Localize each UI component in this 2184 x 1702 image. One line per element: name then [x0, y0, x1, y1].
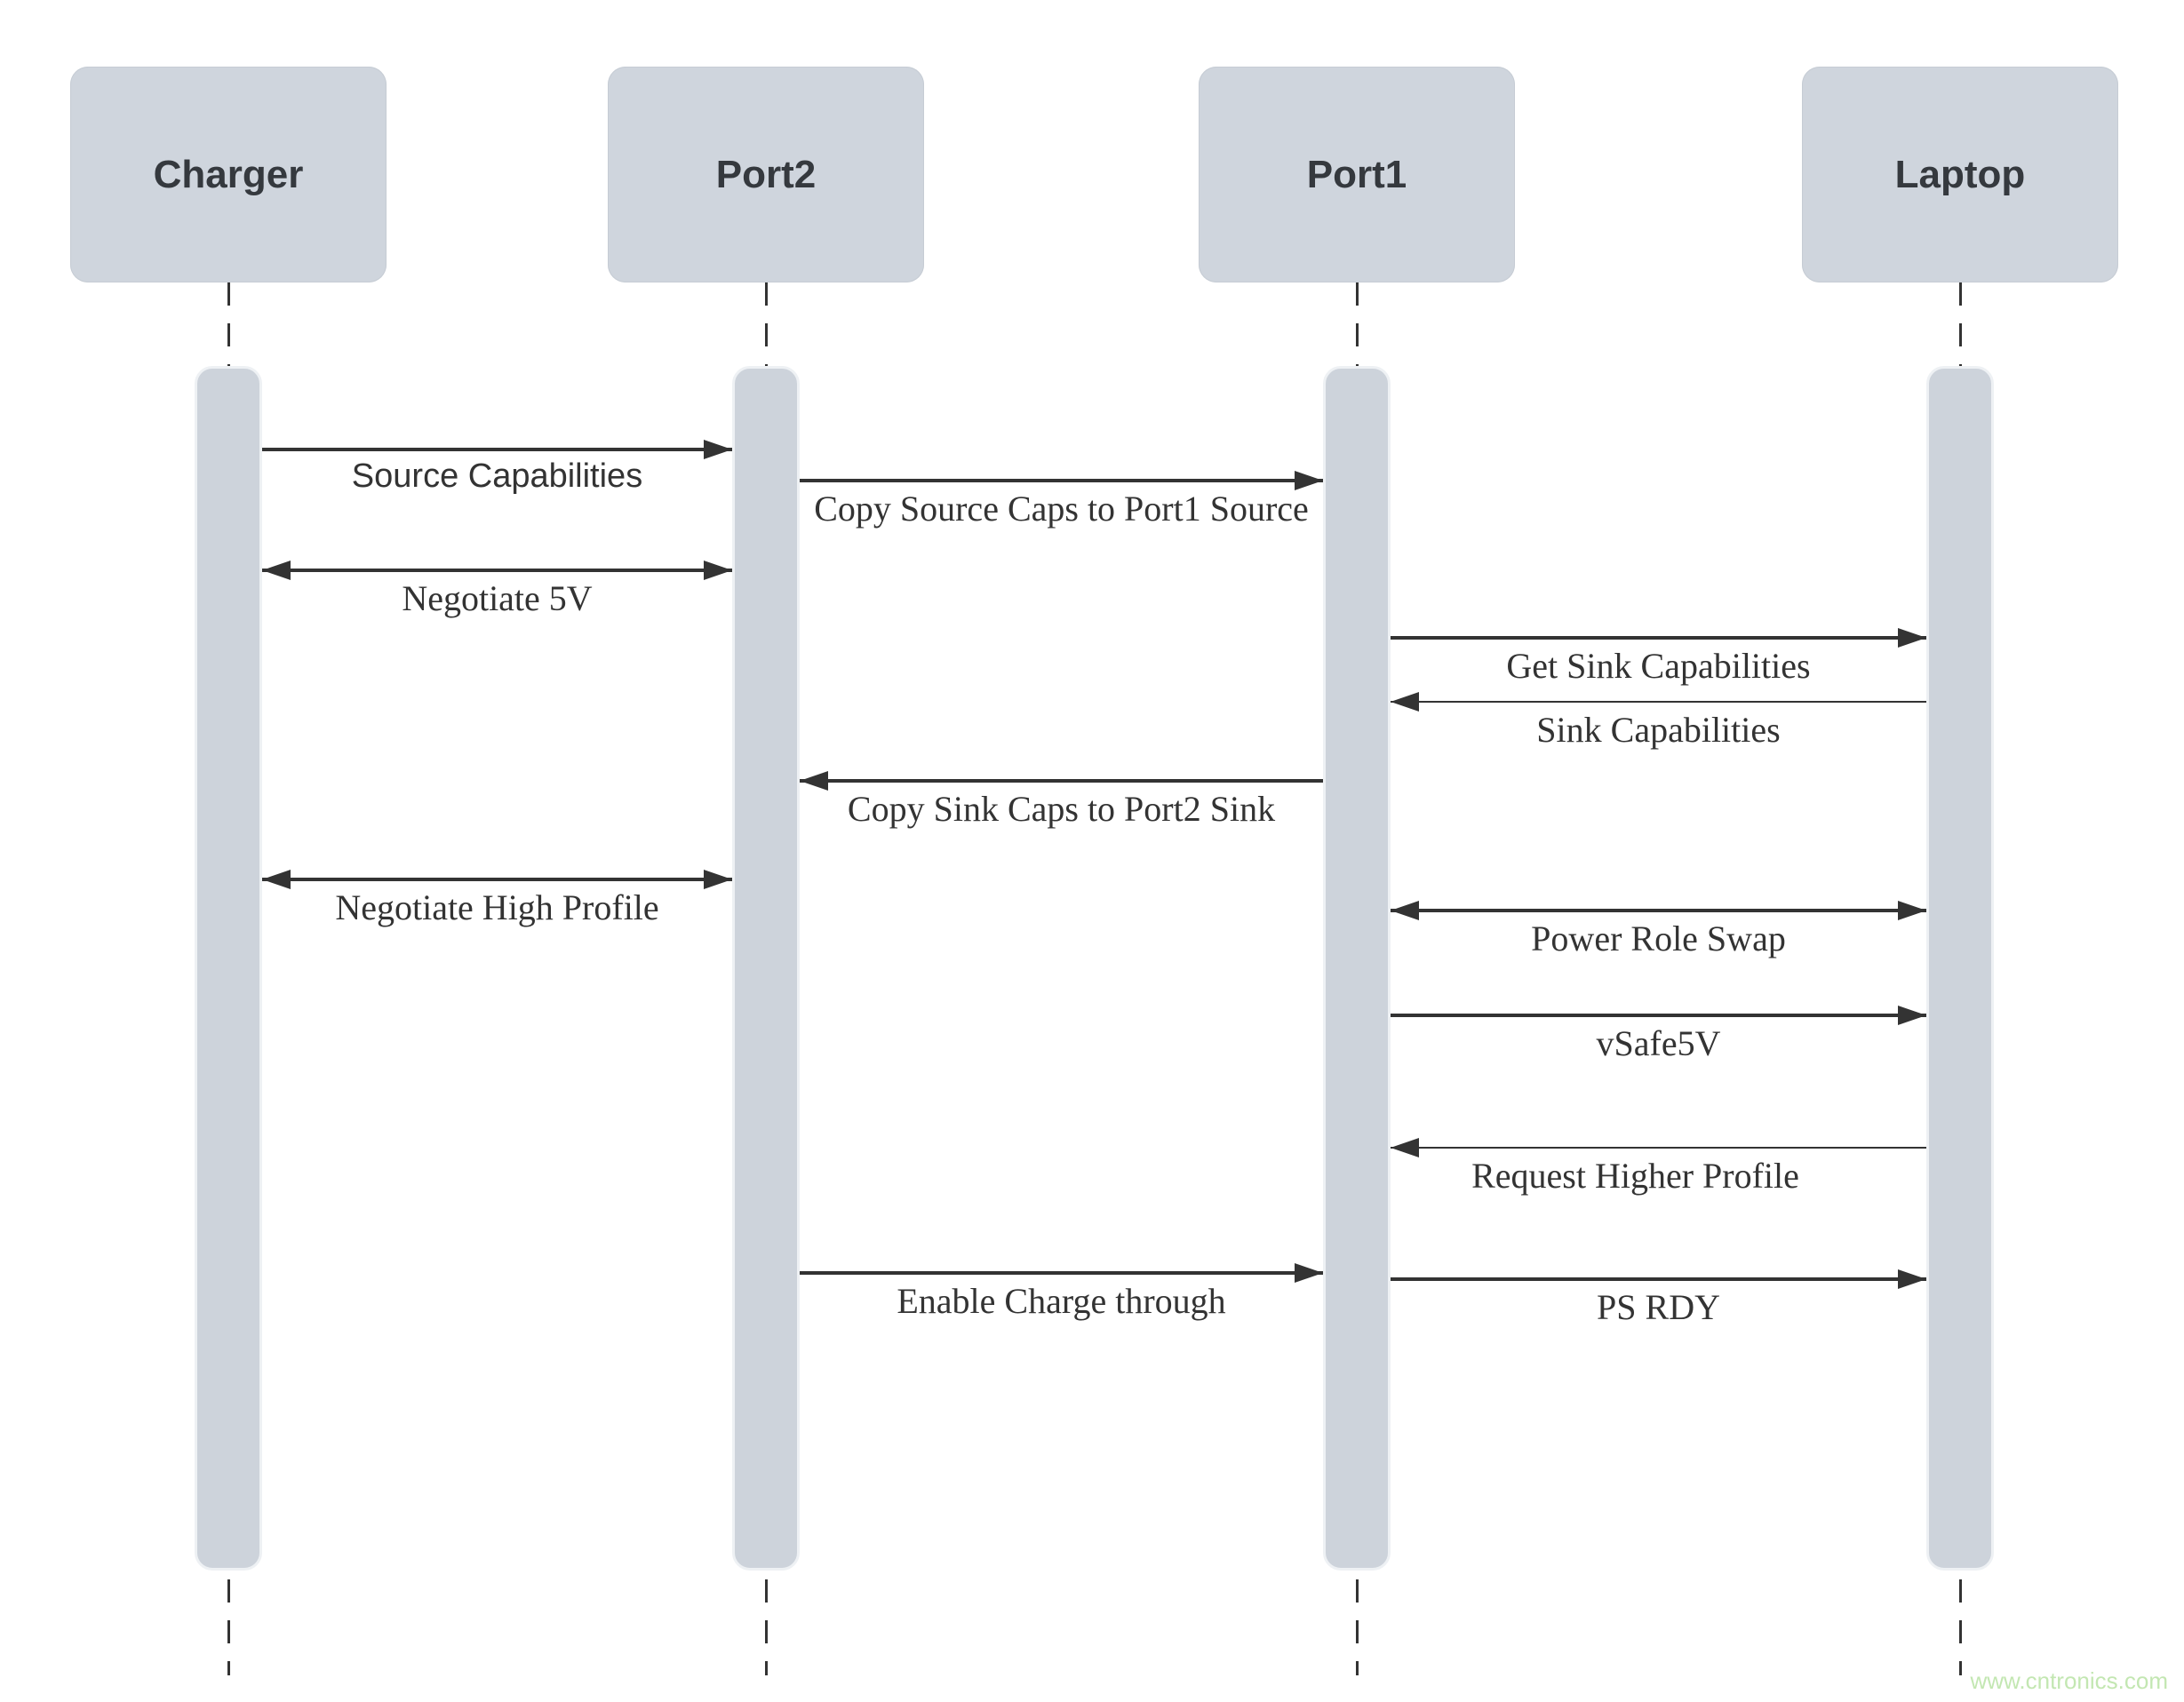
lifeline-bottom-laptop — [1958, 1579, 1962, 1675]
message-label-5: Copy Sink Caps to Port2 Sink — [847, 789, 1276, 829]
message-arrowhead-left-6 — [262, 870, 291, 889]
message-label-2: Negotiate 5V — [402, 578, 593, 618]
message-arrowhead-right-3 — [1898, 628, 1926, 648]
message-label-7: Power Role Swap — [1531, 919, 1786, 958]
message-label-1: Copy Source Caps to Port1 Source — [814, 489, 1309, 529]
watermark: www.cntronics.com — [1970, 1667, 2169, 1694]
lifeline-top-port1 — [1355, 282, 1359, 366]
lifeline-bottom-charger — [227, 1579, 230, 1675]
message-line-3 — [1391, 636, 1926, 640]
message-line-2 — [262, 569, 732, 572]
message-arrowhead-left-2 — [262, 561, 291, 580]
message-line-1 — [800, 479, 1323, 482]
actor-box-charger: Charger — [70, 67, 387, 282]
message-line-6 — [262, 878, 732, 881]
lifeline-top-port2 — [764, 282, 768, 366]
lifeline-bottom-port1 — [1355, 1579, 1359, 1675]
message-line-4 — [1391, 701, 1926, 703]
message-line-9 — [1391, 1147, 1926, 1149]
message-label-3: Get Sink Capabilities — [1506, 646, 1811, 686]
message-label-9: Request Higher Profile — [1471, 1156, 1799, 1196]
activation-bar-laptop — [1926, 366, 1994, 1571]
message-arrowhead-right-2 — [704, 561, 732, 580]
message-label-8: vSafe5V — [1596, 1023, 1721, 1063]
message-label-6: Negotiate High Profile — [335, 887, 659, 927]
actor-box-port2: Port2 — [608, 67, 924, 282]
activation-bar-charger — [195, 366, 262, 1571]
message-label-11: PS RDY — [1597, 1287, 1720, 1327]
actor-box-laptop: Laptop — [1802, 67, 2118, 282]
activation-bar-port2 — [732, 366, 800, 1571]
message-arrowhead-right-6 — [704, 870, 732, 889]
activation-bar-port1 — [1323, 366, 1391, 1571]
message-arrowhead-right-1 — [1295, 471, 1323, 490]
message-arrowhead-left-4 — [1391, 692, 1419, 712]
lifeline-top-laptop — [1958, 282, 1962, 366]
message-arrowhead-left-9 — [1391, 1138, 1419, 1157]
message-arrowhead-right-7 — [1898, 901, 1926, 920]
message-line-5 — [800, 779, 1323, 783]
message-line-0 — [262, 448, 732, 451]
message-arrowhead-right-10 — [1295, 1263, 1323, 1283]
message-line-8 — [1391, 1014, 1926, 1017]
message-arrowhead-right-8 — [1898, 1006, 1926, 1025]
message-arrowhead-left-7 — [1391, 901, 1419, 920]
message-label-0: Source Capabilities — [351, 457, 643, 495]
message-label-4: Sink Capabilities — [1536, 710, 1781, 750]
message-line-10 — [800, 1271, 1323, 1275]
message-arrowhead-right-0 — [704, 440, 732, 459]
message-line-11 — [1391, 1277, 1926, 1281]
actor-box-port1: Port1 — [1199, 67, 1515, 282]
lifeline-top-charger — [227, 282, 230, 366]
message-line-7 — [1391, 909, 1926, 912]
message-label-10: Enable Charge through — [897, 1281, 1226, 1321]
lifeline-bottom-port2 — [764, 1579, 768, 1675]
message-arrowhead-right-11 — [1898, 1269, 1926, 1289]
message-arrowhead-left-5 — [800, 771, 828, 791]
